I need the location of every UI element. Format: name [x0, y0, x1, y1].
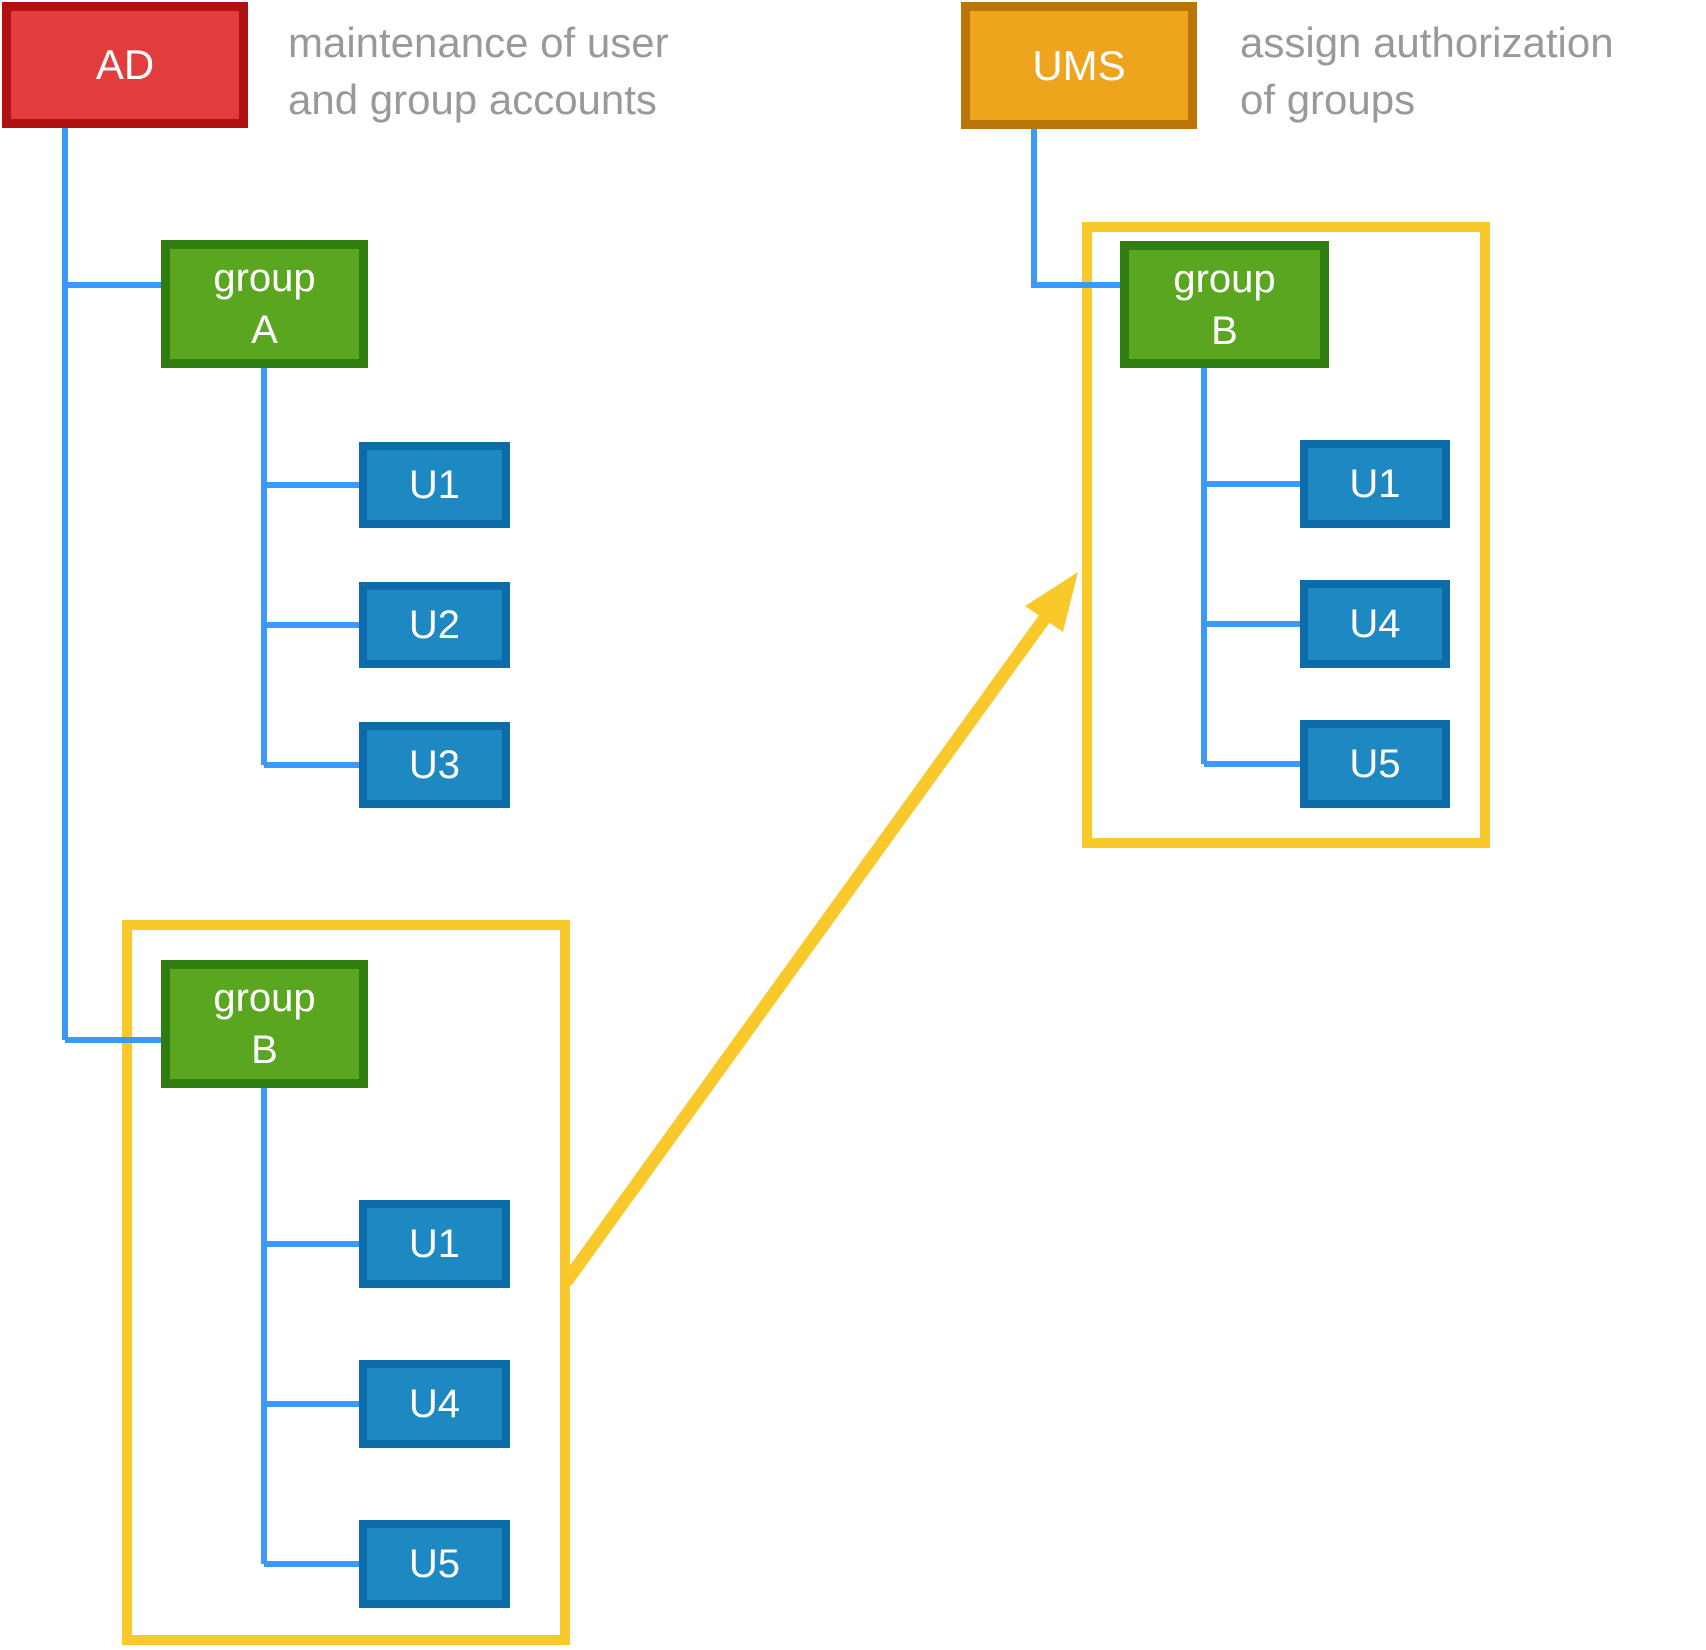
user-box-ad-group-a-u1: U1 — [359, 442, 510, 528]
ad-caption: maintenance of user and group accounts — [288, 19, 669, 123]
ad-hierarchy-lines — [62, 128, 361, 1567]
user-box-ad-group-b-u5: U5 — [359, 1520, 510, 1608]
left-group-b-container — [122, 920, 570, 1645]
user-box-ad-group-b-u4: U4 — [359, 1360, 510, 1448]
group-b-right-box: group B — [1120, 241, 1329, 368]
user-box-ums-group-b-u4: U4 — [1300, 580, 1450, 668]
user-box-ad-group-a-u2: U2 — [359, 582, 510, 668]
user-box-ad-group-a-u3: U3 — [359, 722, 510, 808]
user-box-ad-group-b-u1: U1 — [359, 1200, 510, 1288]
transfer-arrow-head — [1025, 572, 1078, 632]
ums-hierarchy-lines — [1031, 129, 1302, 767]
user-box-ums-group-b-u1: U1 — [1300, 440, 1450, 528]
user-box-ums-group-b-u5: U5 — [1300, 720, 1450, 808]
ums-box: UMS — [961, 2, 1197, 129]
transfer-arrow — [560, 572, 1078, 1286]
ums-caption: assign authorization of groups — [1240, 19, 1614, 123]
right-group-b-container — [1082, 222, 1490, 848]
ad-box: AD — [2, 2, 248, 128]
group-a-box: group A — [161, 240, 368, 368]
group-b-left-box: group B — [161, 960, 368, 1088]
